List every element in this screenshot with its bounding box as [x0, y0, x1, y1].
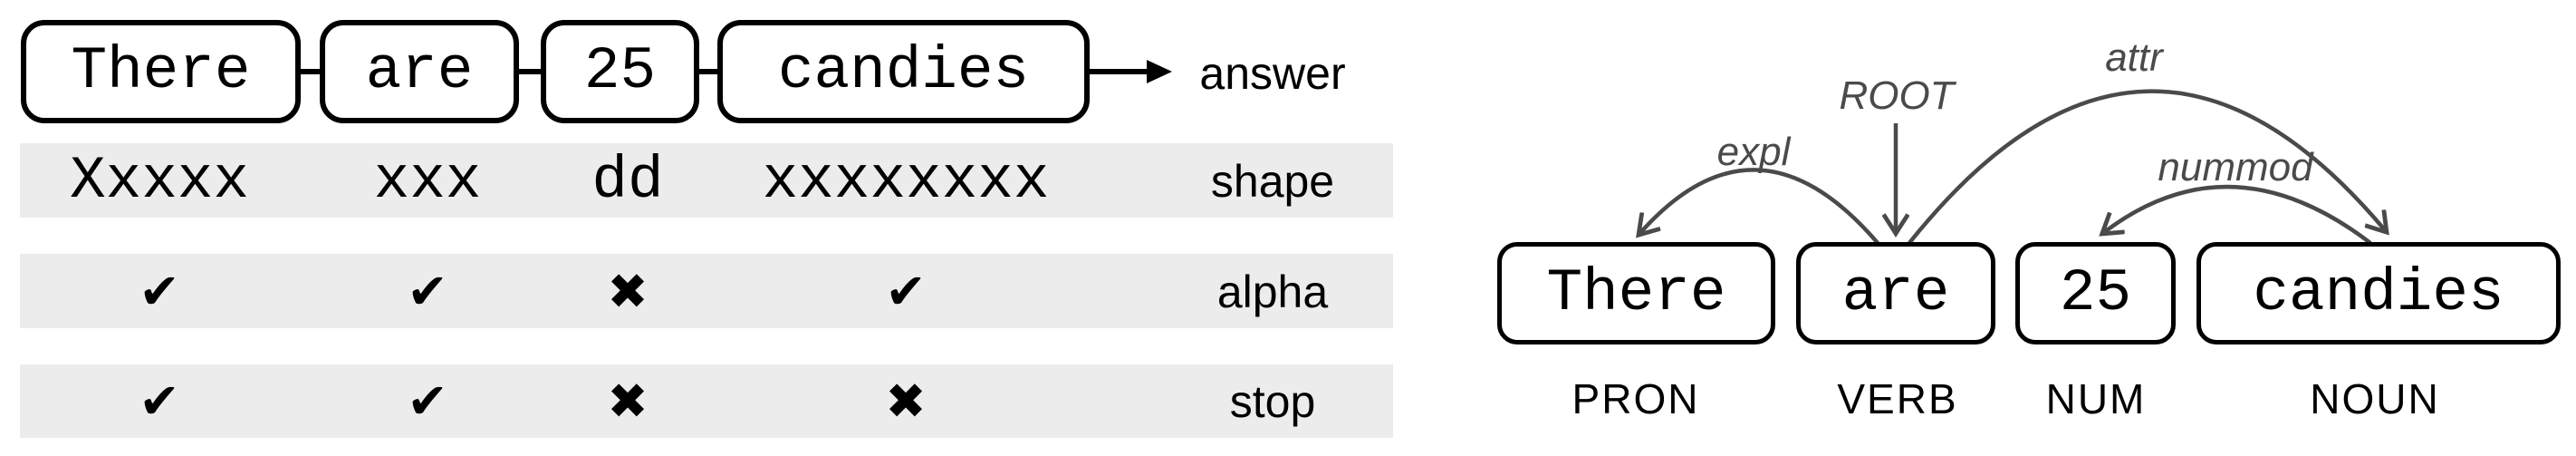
stop-check-mark: ✔ [407, 373, 448, 430]
alpha-row-label: alpha [1216, 267, 1329, 317]
dep-label-expl: expl [1716, 130, 1791, 174]
stop-cross-mark: ✖ [607, 373, 649, 430]
pos-tag-pron: PRON [1572, 375, 1700, 422]
parse-token-box-are: are [1796, 242, 1995, 344]
alpha-row-stripe [20, 254, 1393, 328]
nummod-arc [2103, 184, 2372, 245]
answer-arrow [1090, 69, 1149, 74]
shape-row-label: shape [1210, 156, 1335, 207]
answer-row-label: answer [1199, 48, 1346, 99]
pos-tag-verb: VERB [1837, 375, 1958, 422]
stop-cross-mark: ✖ [885, 373, 927, 430]
expl-arc [1639, 168, 1879, 245]
pos-tag-num: NUM [2045, 375, 2147, 422]
stop-check-mark: ✔ [139, 373, 180, 430]
alpha-check-mark: ✔ [407, 263, 448, 320]
shape-value: xxxxxxxx [762, 147, 1050, 215]
parse-token-box-there: There [1497, 242, 1775, 344]
stop-row-stripe [20, 364, 1393, 438]
token-connector [297, 69, 323, 74]
token-box-are: are [320, 20, 519, 123]
parse-token-box-25: 25 [2015, 242, 2176, 344]
dep-label-attr: attr [2105, 35, 2163, 80]
shape-value: dd [591, 147, 664, 215]
shape-value: Xxxxx [69, 147, 250, 215]
token-box-25: 25 [541, 20, 699, 123]
token-connector [696, 69, 721, 74]
shape-value: xxx [373, 147, 482, 215]
stop-row-label: stop [1229, 376, 1316, 427]
alpha-check-mark: ✔ [885, 263, 927, 320]
alpha-check-mark: ✔ [139, 263, 180, 320]
pos-tag-noun: NOUN [2310, 375, 2440, 422]
answer-arrow-head [1147, 60, 1172, 83]
token-box-candies: candies [717, 20, 1090, 123]
token-box-there: There [21, 20, 301, 123]
alpha-cross-mark: ✖ [607, 263, 649, 320]
token-connector [515, 69, 544, 74]
dep-label-nummod: nummod [2158, 145, 2313, 189]
parse-token-box-candies: candies [2196, 242, 2561, 344]
attr-arc [1908, 89, 2386, 245]
dep-label-root: ROOT [1839, 73, 1955, 118]
shape-row-stripe [20, 143, 1393, 218]
